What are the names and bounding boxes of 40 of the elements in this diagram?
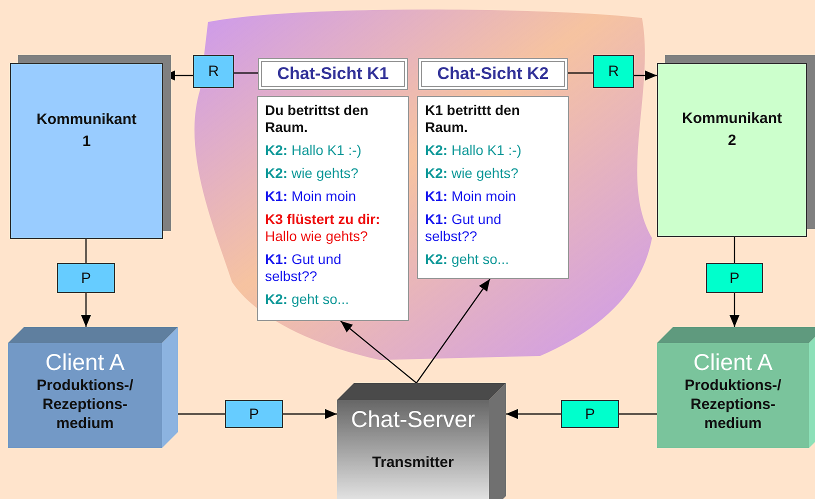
channel-tag: P xyxy=(561,400,619,428)
chat-message: K1: Gut und selbst?? xyxy=(425,211,502,245)
chat-message: K1: Moin moin xyxy=(425,188,518,205)
chat-message: K1: Gut und selbst?? xyxy=(265,251,342,285)
chat-message: K2: wie gehts? xyxy=(265,165,360,182)
participant-label: Kommunikant 1 xyxy=(35,110,138,152)
arrow xyxy=(506,409,561,419)
chat-view-header xyxy=(418,58,568,90)
chat-message: K1 betrittt den Raum. xyxy=(425,102,521,136)
participant-label: Kommunikant 2 xyxy=(680,109,783,151)
box-subtitle: Produktions-/ Rezeptions- medium xyxy=(684,376,782,433)
box-subtitle: Transmitter xyxy=(371,453,455,472)
arrow xyxy=(730,293,740,327)
chat-message: K2: wie gehts? xyxy=(425,165,520,182)
chat-view-header xyxy=(258,58,408,90)
chat-message: K2: geht so... xyxy=(425,251,510,268)
channel-tag: P xyxy=(706,263,763,293)
arrow xyxy=(340,320,417,384)
chat-message: K2: Hallo K1 :-) xyxy=(425,142,522,159)
chat-message: K3 flüstert zu dir: Hallo wie gehts? xyxy=(265,211,382,245)
box-title: Chat-Server xyxy=(351,406,475,433)
box-title: Client A xyxy=(693,349,773,376)
chat-message: K2: geht so... xyxy=(265,291,350,308)
chat-message: K1: Moin moin xyxy=(265,188,358,205)
box-title: Client A xyxy=(45,349,125,376)
channel-tag: P xyxy=(225,400,283,428)
channel-tag: R xyxy=(593,55,634,88)
channel-tag: P xyxy=(57,263,115,293)
arrow xyxy=(416,278,490,384)
arrow xyxy=(81,293,91,327)
chat-log xyxy=(417,96,569,279)
arrow xyxy=(634,70,657,80)
chat-message: Du betrittst den Raum. xyxy=(265,102,370,136)
chat-log xyxy=(257,96,409,321)
header-title: Chat-Sicht K2 xyxy=(437,64,549,84)
channel-tag: R xyxy=(193,55,234,88)
box-subtitle: Produktions-/ Rezeptions- medium xyxy=(36,376,134,433)
arrow xyxy=(283,409,337,419)
header-title: Chat-Sicht K1 xyxy=(277,64,389,84)
chat-message: K2: Hallo K1 :-) xyxy=(265,142,362,159)
